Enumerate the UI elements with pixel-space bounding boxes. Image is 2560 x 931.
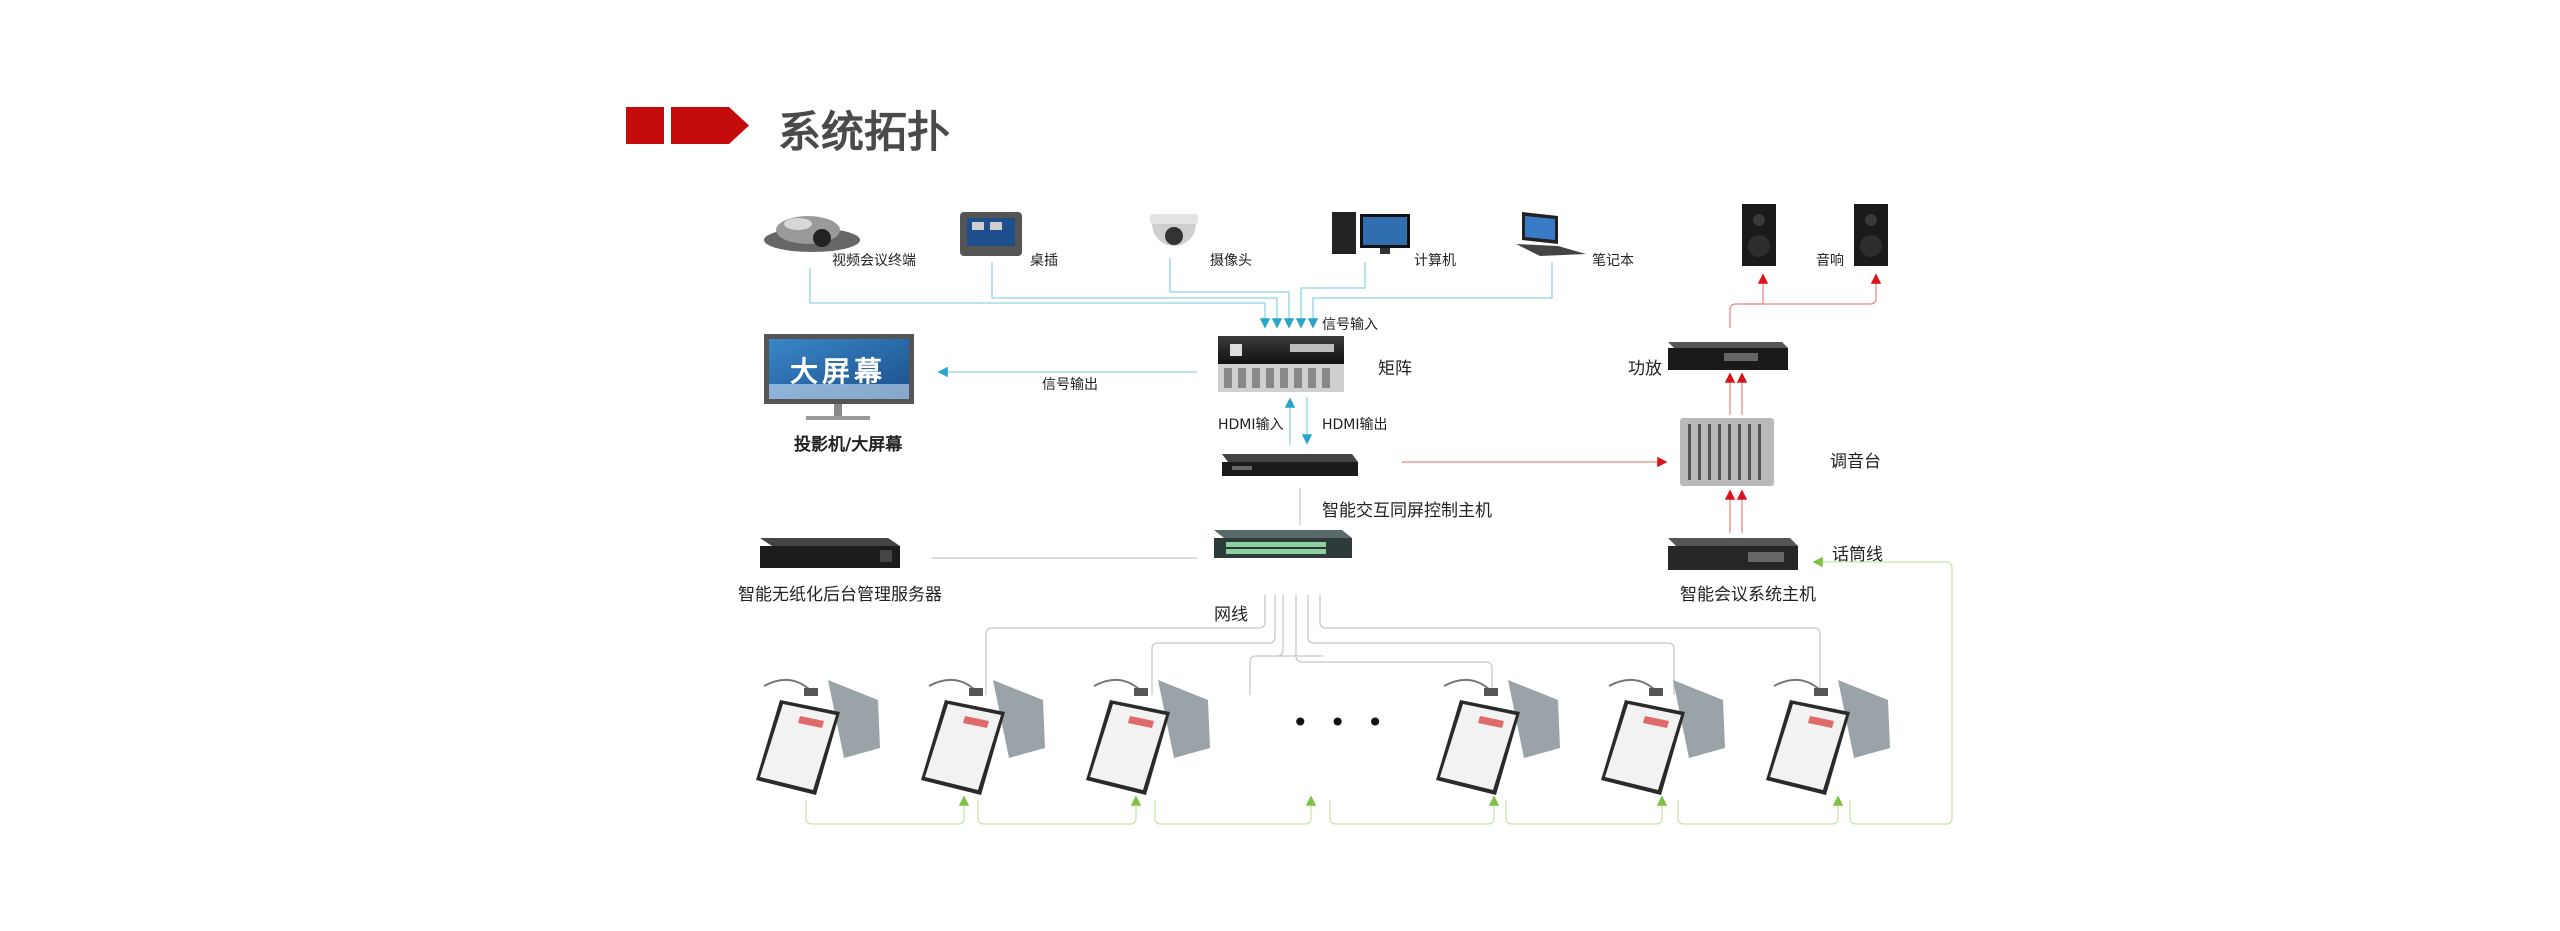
microphone-lines	[805, 556, 1953, 825]
header-accent-arrow	[671, 107, 749, 144]
hdmi-out-label: HDMI输出	[1322, 417, 1388, 433]
input-label-video-conference: 视频会议终端	[832, 253, 916, 269]
signal-in-label: 信号输入	[1322, 317, 1378, 333]
paperless-terminal-4	[1436, 679, 1560, 795]
input-label-desk-socket: 桌插	[1030, 253, 1058, 269]
screen-control-host-icon	[1222, 454, 1358, 476]
network-switch-icon	[1214, 530, 1352, 558]
paperless-terminal-5	[1601, 679, 1725, 795]
conference-host-label: 智能会议系统主机	[1680, 585, 1816, 605]
page-title: 系统拓扑	[778, 108, 950, 158]
video-conference-terminal-icon	[764, 216, 860, 252]
network-cable-label: 网线	[1214, 605, 1248, 625]
input-label-laptop: 笔记本	[1592, 253, 1634, 269]
screen-control-host-label: 智能交互同屏控制主机	[1322, 501, 1492, 521]
matrix-device-icon	[1218, 336, 1344, 392]
signal-out-label: 信号输出	[1042, 377, 1098, 393]
ellipsis-more-terminals: • • •	[1292, 706, 1390, 739]
audio-signal-arrows	[1402, 273, 1882, 533]
paperless-terminal-6	[1766, 679, 1890, 795]
paperless-terminal-2	[921, 679, 1045, 795]
mixer-label: 调音台	[1830, 452, 1881, 472]
amplifier-icon	[1668, 342, 1788, 370]
mixer-icon	[1680, 418, 1774, 486]
dome-camera-icon	[1150, 214, 1198, 246]
laptop-icon	[1516, 212, 1586, 256]
speaker-icon	[1742, 204, 1888, 266]
input-signal-lines	[809, 258, 1553, 445]
matrix-label: 矩阵	[1378, 359, 1412, 379]
network-lines	[932, 488, 1821, 695]
paperless-terminal-1	[756, 679, 880, 795]
paperless-terminal-3	[1086, 679, 1210, 795]
server-label: 智能无纸化后台管理服务器	[738, 585, 942, 605]
large-screen-icon	[764, 334, 914, 420]
paperless-terminal-icon	[756, 679, 1890, 795]
input-label-computer: 计算机	[1414, 253, 1456, 269]
input-label-camera: 摄像头	[1210, 253, 1252, 269]
mic-line-label: 话筒线	[1832, 545, 1883, 565]
large-screen-text: 大屏幕	[790, 355, 887, 388]
desktop-computer-icon	[1332, 212, 1410, 254]
header-accent-block-1	[626, 107, 664, 144]
conference-host-icon	[1668, 538, 1798, 570]
desk-socket-icon	[960, 212, 1022, 256]
management-server-icon	[760, 538, 900, 568]
hdmi-in-label: HDMI输入	[1218, 417, 1284, 433]
projector-label: 投影机/大屏幕	[794, 435, 903, 455]
amplifier-label: 功放	[1628, 359, 1662, 379]
speaker-label: 音响	[1816, 253, 1844, 269]
